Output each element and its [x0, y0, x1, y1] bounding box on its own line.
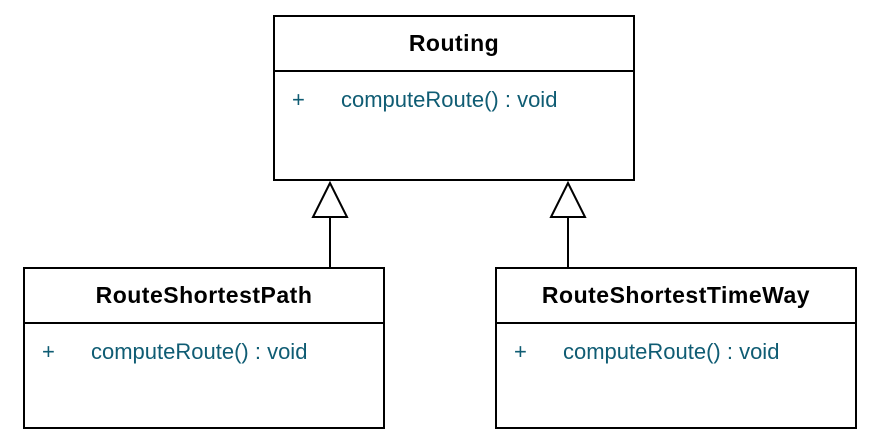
method-visibility: + — [42, 339, 55, 364]
class-box-routing: Routing + computeRoute() : void — [273, 15, 635, 181]
method-visibility: + — [292, 87, 305, 112]
method-entry: + computeRoute() : void — [25, 339, 383, 365]
method-entry: + computeRoute() : void — [497, 339, 855, 365]
class-name: RouteShortestPath — [25, 269, 383, 324]
generalization-arrow-right — [549, 180, 587, 268]
class-name: RouteShortestTimeWay — [497, 269, 855, 324]
hollow-triangle-icon — [311, 180, 349, 218]
methods-compartment: + computeRoute() : void — [25, 324, 383, 365]
class-box-route-shortest-path: RouteShortestPath + computeRoute() : voi… — [23, 267, 385, 429]
method-signature: computeRoute() : void — [341, 87, 558, 112]
method-visibility: + — [514, 339, 527, 364]
methods-compartment: + computeRoute() : void — [275, 72, 633, 113]
method-entry: + computeRoute() : void — [275, 87, 633, 113]
method-signature: computeRoute() : void — [563, 339, 780, 364]
class-box-route-shortest-time-way: RouteShortestTimeWay + computeRoute() : … — [495, 267, 857, 429]
method-signature: computeRoute() : void — [91, 339, 308, 364]
generalization-arrow-left — [311, 180, 349, 268]
class-name: Routing — [275, 17, 633, 72]
hollow-triangle-icon — [549, 180, 587, 218]
methods-compartment: + computeRoute() : void — [497, 324, 855, 365]
